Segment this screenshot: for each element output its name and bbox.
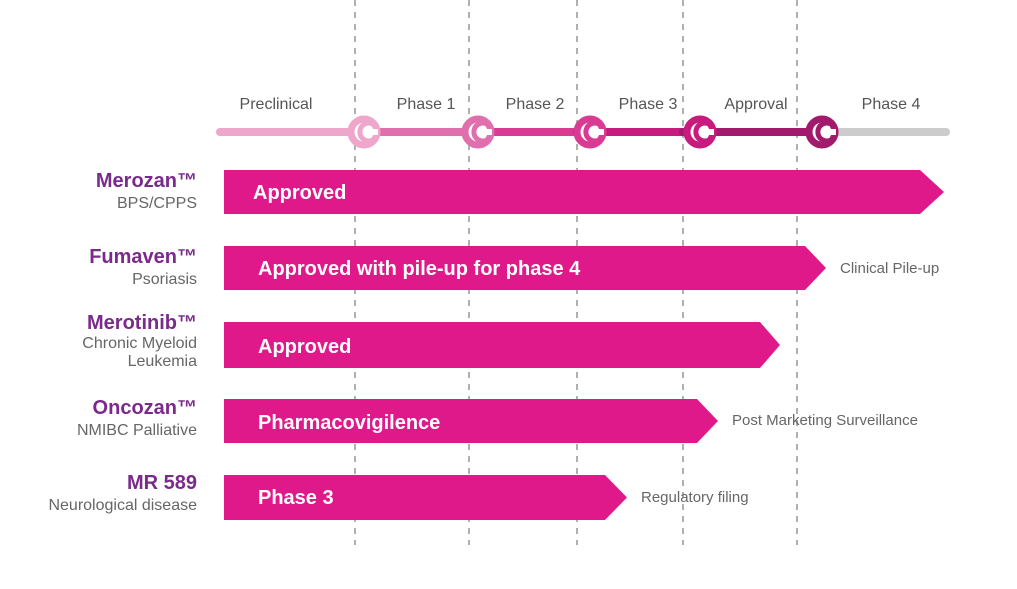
- progress-arrow-bar: [224, 170, 944, 214]
- connector-gap: [826, 129, 836, 135]
- progress-arrow-bar: [224, 322, 780, 368]
- connector-hook-icon: [471, 120, 490, 144]
- bar-note-mr589: Regulatory filing: [641, 489, 749, 506]
- drug-name-mr589: MR 589: [126, 472, 197, 494]
- connector-gap: [368, 129, 378, 135]
- bar-note-fumaven: Clinical Pile-up: [840, 260, 940, 277]
- connector-gap: [594, 129, 604, 135]
- bar-label-oncozan: Pharmacovigilence: [258, 412, 441, 434]
- phase-label-phase-4: Phase 4: [861, 96, 921, 113]
- drug-indication-merotinib: Chronic Myeloid Leukemia: [82, 335, 197, 370]
- connector-hook-icon: [583, 120, 602, 144]
- connector-gap: [704, 129, 714, 135]
- drug-indication-merozan: BPS/CPPS: [116, 195, 197, 212]
- drug-indication-oncozan: NMIBC Palliative: [76, 422, 197, 439]
- phase-label-preclinical: Preclinical: [239, 96, 313, 113]
- connector-hook-icon: [815, 120, 834, 144]
- connector-hook-icon: [693, 120, 712, 144]
- phase-label-phase-1: Phase 1: [396, 96, 456, 113]
- bar-label-mr589: Phase 3: [258, 487, 334, 509]
- bar-label-merozan: Approved: [253, 182, 347, 204]
- bar-label-fumaven: Approved with pile-up for phase 4: [258, 258, 581, 280]
- connector-gap: [482, 129, 492, 135]
- progress-arrow-bar: [224, 246, 826, 290]
- bar-note-oncozan: Post Marketing Surveillance: [732, 412, 918, 429]
- phase-label-phase-3: Phase 3: [618, 96, 678, 113]
- bar-label-merotinib: Approved: [258, 336, 352, 358]
- progress-arrow-bar: [224, 475, 627, 520]
- drug-name-fumaven: Fumaven™: [89, 246, 197, 268]
- drug-indication-fumaven: Psoriasis: [132, 271, 197, 288]
- drug-name-merozan: Merozan™: [95, 170, 197, 192]
- connector-hook-icon: [357, 120, 376, 144]
- drug-name-merotinib: Merotinib™: [87, 312, 197, 334]
- drug-indication-mr589: Neurological disease: [48, 497, 197, 514]
- drug-name-oncozan: Oncozan™: [92, 397, 197, 419]
- progress-arrow-bar: [224, 399, 718, 443]
- phase-label-phase-2: Phase 2: [505, 96, 565, 113]
- phase-label-approval: Approval: [724, 96, 788, 113]
